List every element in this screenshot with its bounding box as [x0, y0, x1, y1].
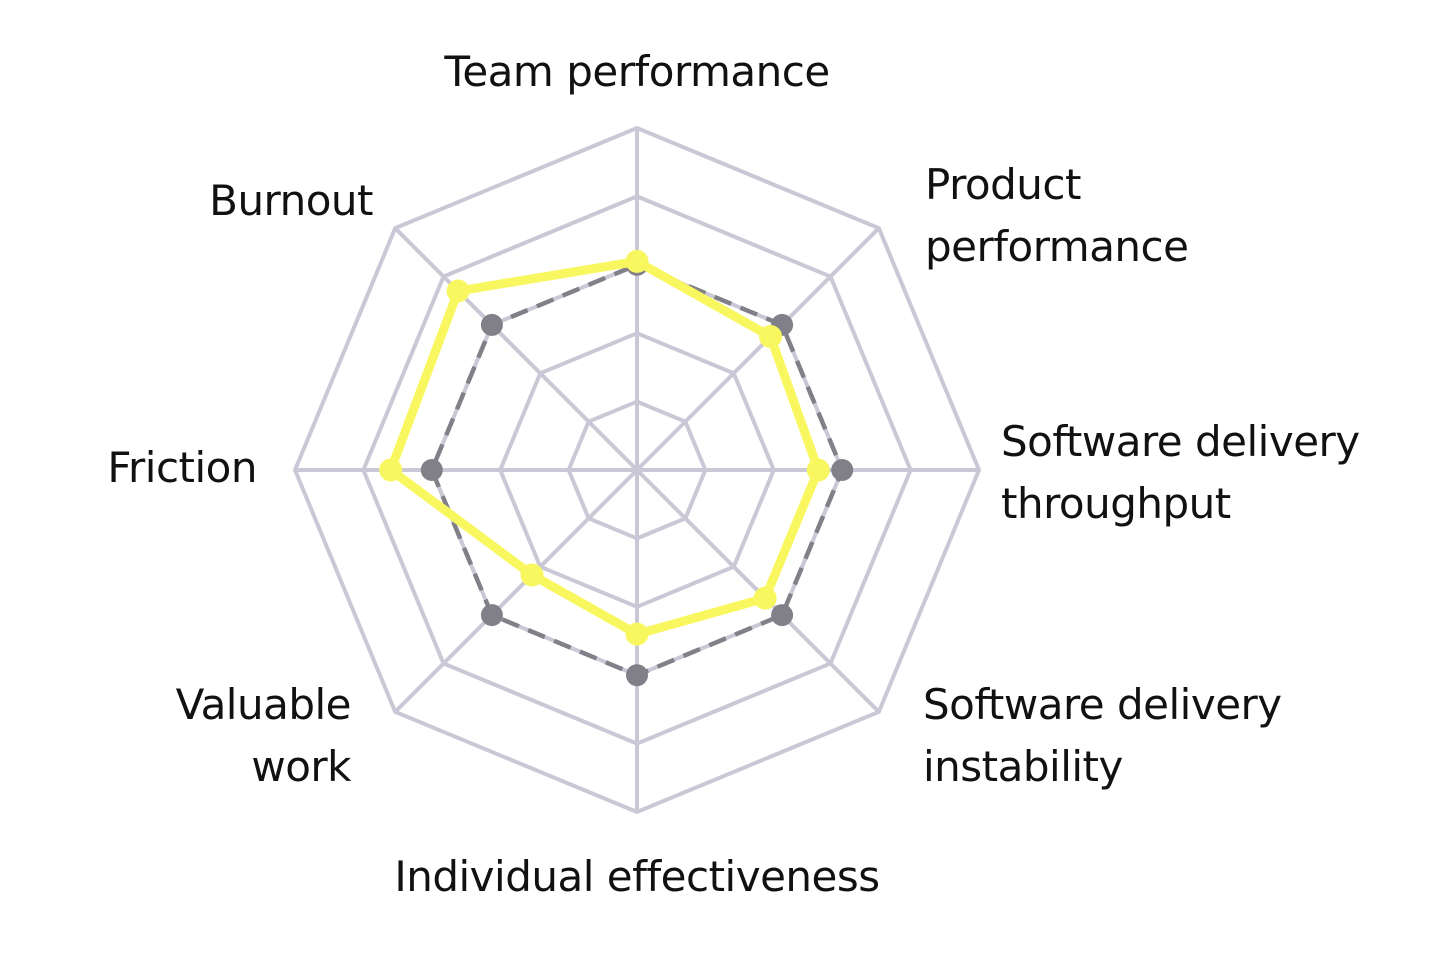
series-point	[520, 563, 544, 587]
axis-label-line: Individual effectiveness	[394, 852, 880, 901]
axis-label-line: performance	[925, 222, 1189, 271]
axis-label-software-delivery-instability: Software delivery instability	[923, 674, 1282, 798]
series-point	[446, 279, 470, 303]
series-group	[379, 249, 830, 646]
axis-label-software-delivery-throughput: Software delivery throughput	[1001, 411, 1360, 535]
series-point	[420, 459, 443, 481]
series-point	[771, 604, 794, 627]
grid-ring	[566, 399, 708, 541]
axis-label-friction: Friction	[107, 437, 257, 499]
series-point	[625, 249, 649, 273]
axis-label-individual-effectiveness: Individual effectiveness	[394, 846, 880, 908]
grid-spoke	[393, 468, 639, 714]
axis-label-line: Burnout	[209, 176, 373, 225]
axis-label-line: instability	[923, 742, 1123, 791]
series-line	[386, 256, 823, 639]
axis-label-line: Friction	[107, 443, 257, 492]
axis-label-line: Team performance	[444, 47, 830, 96]
series-group	[420, 253, 854, 687]
series-point	[626, 664, 648, 687]
series-point	[806, 458, 830, 482]
axis-label-line: Product	[925, 160, 1081, 209]
series-point	[758, 325, 782, 349]
series-point	[480, 604, 503, 627]
axis-label-line: Software delivery	[1001, 417, 1360, 466]
series-point	[831, 459, 854, 481]
grid-ring	[498, 331, 776, 609]
series-point	[379, 458, 403, 482]
axis-label-team-performance: Team performance	[444, 41, 830, 103]
series-point	[480, 313, 503, 336]
grid-spoke	[635, 226, 881, 472]
grid-ring	[361, 194, 913, 746]
axis-label-line: work	[251, 742, 351, 791]
grid-spoke	[393, 226, 639, 472]
axis-label-line: Valuable	[175, 680, 352, 729]
series-point	[625, 622, 649, 646]
grid-ring	[292, 125, 982, 815]
axis-label-line: throughput	[1001, 479, 1231, 528]
axis-label-line: Software delivery	[923, 680, 1282, 729]
series-point	[753, 586, 777, 610]
axis-label-product-performance: Product performance	[925, 154, 1189, 278]
axis-label-burnout: Burnout	[209, 170, 373, 232]
axis-label-valuable-work: Valuable work	[175, 674, 352, 798]
radar-series	[379, 249, 854, 687]
